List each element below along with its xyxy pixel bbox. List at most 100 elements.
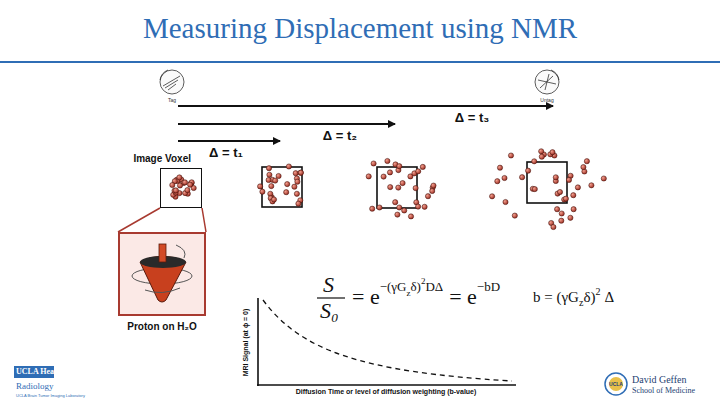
proton-dot bbox=[396, 185, 401, 190]
proton-dot bbox=[284, 190, 289, 195]
proton-dot bbox=[575, 185, 580, 190]
proton-dot bbox=[581, 165, 586, 170]
node-label: Image Voxel bbox=[133, 153, 191, 164]
proton-dot bbox=[413, 186, 418, 191]
equation-term: DΔ bbox=[425, 279, 443, 295]
label: UCLA Brain Tumor Imaging Laboratory bbox=[16, 393, 85, 398]
proton-dot bbox=[377, 205, 382, 210]
proton-dot bbox=[550, 150, 555, 155]
proton-dot bbox=[402, 208, 407, 213]
proton-dot bbox=[188, 182, 193, 187]
proton-dot bbox=[370, 206, 375, 211]
untag-icon bbox=[535, 70, 559, 94]
delta-arrows bbox=[178, 106, 553, 141]
proton-dot bbox=[526, 168, 531, 173]
proton-dot bbox=[366, 174, 371, 179]
label: Δ = t₃ bbox=[455, 110, 490, 125]
proton-dot bbox=[495, 179, 500, 184]
proton-dot bbox=[293, 171, 298, 176]
fraction-numerator: S bbox=[323, 272, 334, 298]
proton-dot bbox=[408, 214, 413, 219]
label: Δ = t₂ bbox=[323, 128, 357, 143]
equation-term: z bbox=[579, 297, 583, 308]
proton-dot bbox=[532, 159, 537, 164]
proton-dot bbox=[385, 158, 390, 163]
proton-dot bbox=[584, 159, 589, 164]
equation-term: Δ bbox=[604, 289, 614, 306]
title-rule bbox=[0, 61, 720, 63]
proton-dot bbox=[387, 170, 392, 175]
slide-title: Measuring Displacement using NMR bbox=[0, 12, 720, 45]
voxel-boxes bbox=[262, 162, 567, 208]
label: Tag bbox=[168, 97, 176, 103]
proton-dot bbox=[177, 183, 182, 188]
proton-dot bbox=[258, 184, 263, 189]
proton-dot bbox=[422, 204, 427, 209]
proton-dot bbox=[425, 194, 430, 199]
label: MRI Signal (at ϕ = 0) bbox=[243, 308, 250, 376]
proton-dot bbox=[520, 175, 525, 180]
proton-dot bbox=[266, 177, 271, 182]
proton-dot bbox=[266, 166, 271, 171]
proton-dot bbox=[416, 204, 421, 209]
proton-dot bbox=[532, 187, 537, 192]
equation-term: z bbox=[406, 288, 410, 298]
proton-dot bbox=[568, 215, 573, 220]
equation-term: S bbox=[323, 272, 334, 298]
signal-graph bbox=[257, 298, 516, 386]
equation-term: δ) bbox=[583, 289, 595, 306]
proton-dot bbox=[497, 165, 502, 170]
proton-dot bbox=[296, 201, 301, 206]
proton-dot bbox=[173, 188, 178, 193]
proton-dot bbox=[285, 182, 290, 187]
proton-dot bbox=[182, 180, 187, 185]
proton-dot bbox=[559, 211, 564, 216]
label: UCLA bbox=[609, 381, 623, 387]
proton-dot bbox=[269, 184, 274, 189]
label: Untag bbox=[540, 97, 553, 103]
proton-dot bbox=[559, 218, 564, 223]
proton-dot bbox=[512, 213, 517, 218]
proton-dot bbox=[431, 183, 436, 188]
node-label: Proton on H₂O bbox=[127, 321, 196, 332]
label: UCLA Health bbox=[16, 367, 63, 376]
proton-dot bbox=[416, 169, 421, 174]
proton-dot bbox=[170, 182, 175, 187]
equation-term: 2 bbox=[421, 276, 426, 286]
proton-dot bbox=[177, 175, 182, 180]
proton-dot bbox=[397, 205, 402, 210]
proton-dot bbox=[557, 189, 562, 194]
label: School of Medicine bbox=[632, 386, 695, 395]
proton-dot bbox=[539, 154, 544, 159]
proton-dot bbox=[276, 173, 281, 178]
equation-term: −bD bbox=[477, 279, 500, 295]
proton-dot bbox=[393, 200, 398, 205]
equation-term: −(γG bbox=[380, 279, 407, 295]
proton-dot bbox=[571, 207, 576, 212]
proton-spin-top bbox=[120, 234, 204, 314]
equation-term: b = (γG bbox=[533, 289, 579, 306]
equation-term: 2 bbox=[595, 286, 600, 297]
proton-dot bbox=[294, 191, 299, 196]
proton-dot bbox=[286, 164, 291, 169]
label: Δ = t₁ bbox=[209, 145, 243, 160]
proton-dot bbox=[571, 193, 576, 198]
proton-dot bbox=[508, 153, 513, 158]
proton-dot bbox=[503, 199, 508, 204]
fraction-denominator: S₀ bbox=[320, 298, 339, 324]
proton-dots bbox=[170, 149, 607, 230]
proton-dot bbox=[292, 184, 297, 189]
proton-box: Proton on H₂O bbox=[118, 232, 206, 316]
proton-dot bbox=[551, 224, 556, 229]
b-value-equation: b = (γGzδ)2Δ bbox=[533, 288, 614, 306]
proton-dot bbox=[185, 188, 190, 193]
proton-dot bbox=[395, 212, 400, 217]
proton-dot bbox=[555, 207, 560, 212]
proton-dot bbox=[388, 185, 393, 190]
diffusion-equation: = e−(γGzδ)2DΔ= e−bD bbox=[352, 284, 500, 310]
proton-dot bbox=[563, 196, 568, 201]
proton-dot bbox=[271, 197, 276, 202]
proton-dot bbox=[566, 177, 571, 182]
